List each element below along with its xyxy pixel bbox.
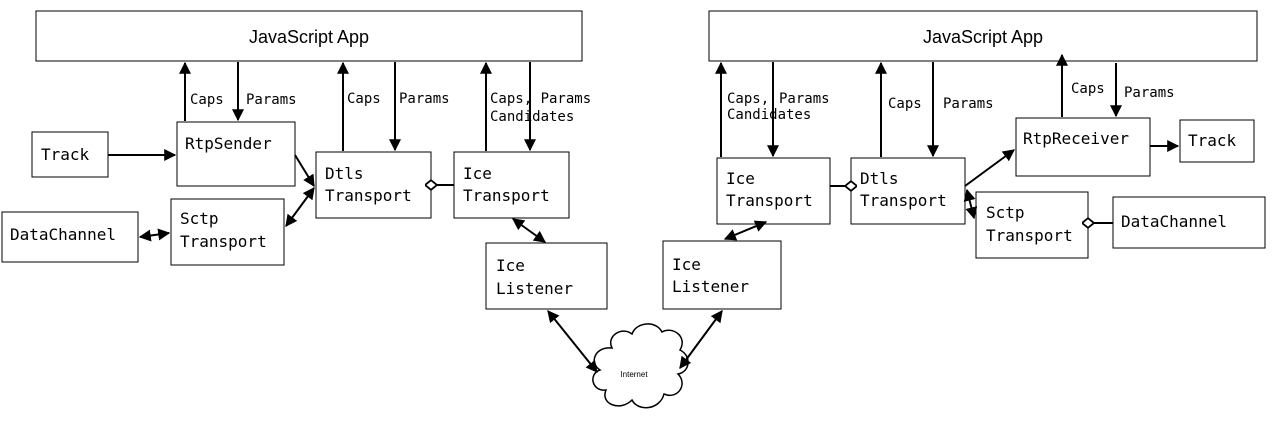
left-dtls-label-1: Dtls bbox=[325, 164, 364, 183]
right-javascript-app-box bbox=[708, 10, 1258, 62]
left-datachannel-sctp-arrow bbox=[138, 228, 171, 242]
left-rtpsender-label: RtpSender bbox=[185, 134, 272, 153]
left-ice-label-2: Transport bbox=[463, 186, 550, 205]
right-params-label-1: Params bbox=[779, 91, 830, 107]
right-candidates-label-1: Candidates bbox=[727, 107, 811, 123]
right-sctp-label-2: Transport bbox=[986, 226, 1073, 245]
right-rtpreceiver-label: RtpReceiver bbox=[1023, 129, 1129, 148]
cloud-icon bbox=[592, 323, 689, 409]
right-ice-transport-box bbox=[716, 157, 831, 225]
left-listener-internet-arrow bbox=[547, 310, 598, 373]
left-rtpsender-box bbox=[176, 121, 296, 187]
left-track-box bbox=[31, 131, 109, 178]
left-ice-listener-box bbox=[485, 242, 608, 310]
right-dtls-transport-box bbox=[850, 157, 966, 225]
right-ice-label-1: Ice bbox=[726, 169, 755, 188]
right-ice-label-2: Transport bbox=[726, 191, 813, 210]
left-dtls-transport-box bbox=[315, 151, 432, 219]
right-ice-listener-arrow bbox=[723, 220, 768, 241]
right-sctp-label-1: Sctp bbox=[986, 203, 1025, 222]
right-ice-listener-label-2: Listener bbox=[672, 277, 749, 296]
left-datachannel-box bbox=[1, 211, 139, 263]
left-sctp-dtls-arrow bbox=[285, 187, 315, 227]
left-ice-transport-box bbox=[453, 151, 570, 219]
left-javascript-app-label: JavaScript App bbox=[249, 27, 369, 47]
left-params-label-2: Params bbox=[399, 91, 450, 107]
left-javascript-app-box bbox=[35, 10, 583, 62]
left-caps-label-2: Caps bbox=[347, 91, 381, 107]
left-ice-listener-label-1: Ice bbox=[496, 256, 525, 275]
right-dtls-label-2: Transport bbox=[860, 191, 947, 210]
left-dtls-label-2: Transport bbox=[325, 186, 412, 205]
left-caps-params-label-3: Caps, Params bbox=[490, 91, 591, 107]
left-endpoint: JavaScript App Track RtpSender DataChann… bbox=[1, 10, 608, 310]
left-ice-listener-label-2: Listener bbox=[496, 279, 573, 298]
right-params-label-3: Params bbox=[1124, 85, 1175, 101]
left-sctp-label-1: Sctp bbox=[180, 209, 219, 228]
right-params-label-2: Params bbox=[943, 96, 994, 112]
left-candidates-label-3: Candidates bbox=[490, 109, 574, 125]
left-datachannel-label: DataChannel bbox=[10, 225, 116, 244]
left-caps-label-1: Caps bbox=[190, 92, 224, 108]
left-track-label: Track bbox=[41, 145, 90, 164]
right-endpoint: JavaScript App Ice Transport Dtls Transp… bbox=[662, 10, 1266, 310]
right-rtpreceiver-box bbox=[1015, 117, 1151, 177]
internet-label: Internet bbox=[620, 370, 648, 379]
left-params-label-1: Params bbox=[246, 92, 297, 108]
right-dtls-label-1: Dtls bbox=[860, 169, 899, 188]
right-dtls-to-rtpreceiver-arrow bbox=[964, 149, 1015, 187]
left-ice-label-1: Ice bbox=[463, 164, 492, 183]
right-javascript-app-label: JavaScript App bbox=[923, 27, 1043, 47]
right-caps-label-1: Caps, bbox=[727, 91, 769, 107]
internet-cloud: Internet bbox=[547, 310, 723, 409]
left-sctp-label-2: Transport bbox=[180, 232, 267, 251]
right-listener-internet-arrow bbox=[679, 310, 723, 369]
right-track-box bbox=[1179, 119, 1255, 163]
left-rtpsender-to-dtls-arrow bbox=[294, 154, 315, 188]
right-caps-label-2: Caps bbox=[888, 96, 922, 112]
left-ice-listener-arrow bbox=[512, 218, 546, 243]
right-datachannel-label: DataChannel bbox=[1121, 212, 1227, 231]
right-track-label: Track bbox=[1188, 131, 1237, 150]
right-datachannel-box bbox=[1112, 196, 1266, 249]
right-caps-label-3: Caps bbox=[1071, 81, 1105, 97]
right-ice-listener-label-1: Ice bbox=[672, 255, 701, 274]
right-sctp-transport-box bbox=[975, 191, 1089, 259]
right-dtls-sctp-arrow bbox=[963, 188, 978, 220]
right-ice-listener-box bbox=[662, 240, 782, 310]
left-sctp-transport-box bbox=[170, 198, 285, 266]
